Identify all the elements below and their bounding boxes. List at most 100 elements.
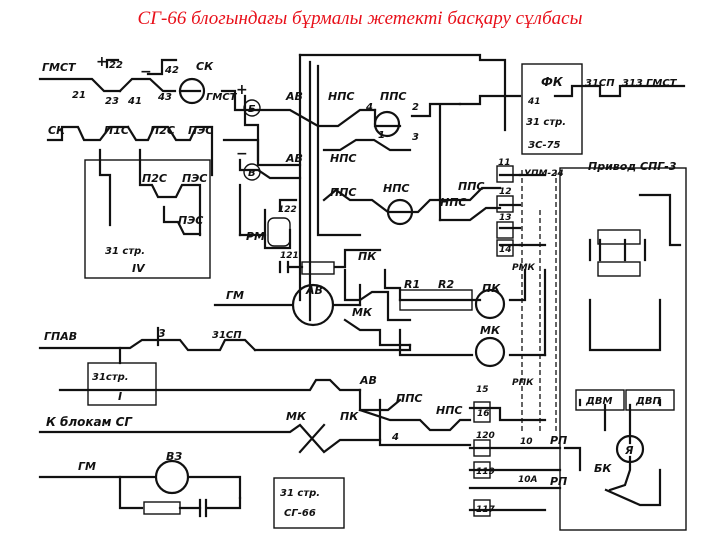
resistor-121 — [301, 261, 335, 275]
pk-coil-circle — [474, 288, 506, 320]
relay-block-spg3-a — [597, 229, 641, 245]
label-n23: 23 — [105, 96, 119, 107]
sk-coil-circle — [178, 77, 206, 105]
label-n121: 121 — [280, 251, 299, 261]
av-motor-circle — [291, 283, 335, 327]
label-av-1: АВ — [285, 90, 303, 103]
label-roman-i: I — [118, 390, 122, 403]
label-n41-fk: 41 — [527, 97, 541, 107]
label-roman-iv: IV — [132, 262, 146, 275]
label-v3: ВЗ — [166, 450, 182, 463]
label-n41: 41 — [127, 96, 142, 107]
label-gpav: ГПАВ — [44, 330, 77, 343]
label-ya: Я — [624, 444, 634, 457]
label-n11: 11 — [498, 158, 511, 168]
label-circle-b-bot: В — [248, 168, 256, 179]
block-frame-r1-r2 — [399, 289, 473, 311]
label-gmst-left: ГМСТ — [42, 61, 77, 74]
label-pes-top: ПЭС — [188, 124, 213, 137]
label-n122: 122 — [278, 205, 297, 215]
label-n14: 14 — [499, 245, 512, 255]
label-rpk: РПК — [512, 378, 534, 388]
label-gm-2: ГМ — [78, 460, 96, 473]
nps-coil-circle — [386, 198, 414, 226]
label-k-blokam: К блокам СГ — [46, 415, 133, 429]
label-p1s: П1С — [104, 124, 129, 137]
device-circles — [154, 77, 645, 495]
relay-blocks — [143, 165, 641, 517]
armature-ya-circle — [615, 434, 645, 464]
label-n3-contact: 3 — [158, 327, 166, 340]
block-frame-i — [87, 362, 157, 406]
label-rp-1: РП — [550, 434, 567, 447]
resistor-v3 — [143, 501, 181, 515]
label-str31-fk: 31 стр. — [526, 117, 566, 128]
label-pk-2: ПК — [482, 282, 501, 295]
label-minus-top: − — [140, 64, 152, 80]
label-minus-mid: − — [236, 146, 248, 162]
label-p2s-mid: П2С — [142, 172, 167, 185]
label-n4: 4 — [365, 102, 373, 113]
label-r1: R1 — [404, 278, 420, 291]
schematic-labels: ГМСТ + 22 42 − СК ГМСТ + 21 23 41 43 Б В… — [42, 54, 678, 519]
label-pps-4: ППС — [396, 392, 423, 405]
label-pk-3: ПК — [340, 410, 359, 423]
label-fk: ФК — [541, 75, 564, 89]
terminal-b-circle — [243, 99, 261, 117]
dashed-frames — [521, 170, 557, 432]
label-mk-3: МК — [286, 410, 307, 423]
relay-block-spg3-b — [597, 261, 641, 277]
pps-coil-circle — [373, 110, 401, 138]
label-nps-1: НПС — [328, 90, 355, 103]
label-n21: 21 — [72, 90, 86, 101]
label-n16: 16 — [477, 409, 490, 419]
label-n1: 1 — [378, 130, 385, 141]
label-c42: 42 — [164, 65, 179, 76]
block-frame-fk — [521, 63, 583, 155]
label-nps-3: НПС — [383, 182, 410, 195]
relay-block-12 — [496, 195, 514, 213]
label-pk-1: ПК — [358, 250, 377, 263]
block-frame-spg3 — [559, 167, 687, 531]
label-p2s-top: П2С — [150, 124, 175, 137]
label-rmk: РМК — [512, 263, 536, 273]
label-n43: 43 — [157, 92, 172, 103]
label-pps-2: ППС — [330, 186, 357, 199]
label-c22: 22 — [109, 60, 123, 71]
label-rm: РМ — [246, 230, 265, 243]
label-sg66: СГ-66 — [284, 508, 316, 519]
relay-block-120 — [473, 439, 491, 457]
label-nps-2: НПС — [330, 152, 357, 165]
label-n15: 15 — [476, 385, 489, 395]
label-rp-2: РП — [550, 475, 567, 488]
label-dvm: ДВМ — [585, 396, 613, 407]
label-av-4: АВ — [359, 374, 377, 387]
label-pps-1: ППС — [380, 90, 407, 103]
label-n3: 3 — [412, 132, 419, 143]
block-frame-iv — [84, 159, 211, 279]
relay-block-13 — [496, 221, 514, 239]
label-circle-b-top: Б — [248, 104, 256, 115]
label-mk-1: МК — [352, 306, 373, 319]
label-str31-c: 31 стр. — [280, 488, 320, 499]
label-n31sp-top: 31СП — [585, 78, 615, 89]
relay-block-14 — [496, 239, 514, 257]
label-n119: 119 — [476, 467, 495, 477]
label-upm24: УПМ-24 — [524, 169, 564, 179]
label-gm-1: ГМ — [226, 289, 244, 302]
label-privod: Привод СПГ-3 — [588, 160, 677, 173]
label-av-2: АВ — [285, 152, 303, 165]
label-pes-bot: ПЭС — [178, 214, 203, 227]
block-frames — [84, 63, 687, 531]
label-sk-left: СК — [48, 124, 66, 137]
block-frame-dvp — [625, 389, 675, 411]
label-plus-mid: + — [236, 82, 248, 98]
label-pps-3: ППС — [458, 180, 485, 193]
label-av-3: АВ — [305, 284, 323, 297]
label-pes-mid: ПЭС — [182, 172, 207, 185]
terminal-v-circle — [243, 163, 261, 181]
label-n10a: 10А — [518, 475, 538, 485]
label-plus-top: + — [96, 54, 108, 70]
label-zs75: ЗС-75 — [528, 140, 561, 151]
